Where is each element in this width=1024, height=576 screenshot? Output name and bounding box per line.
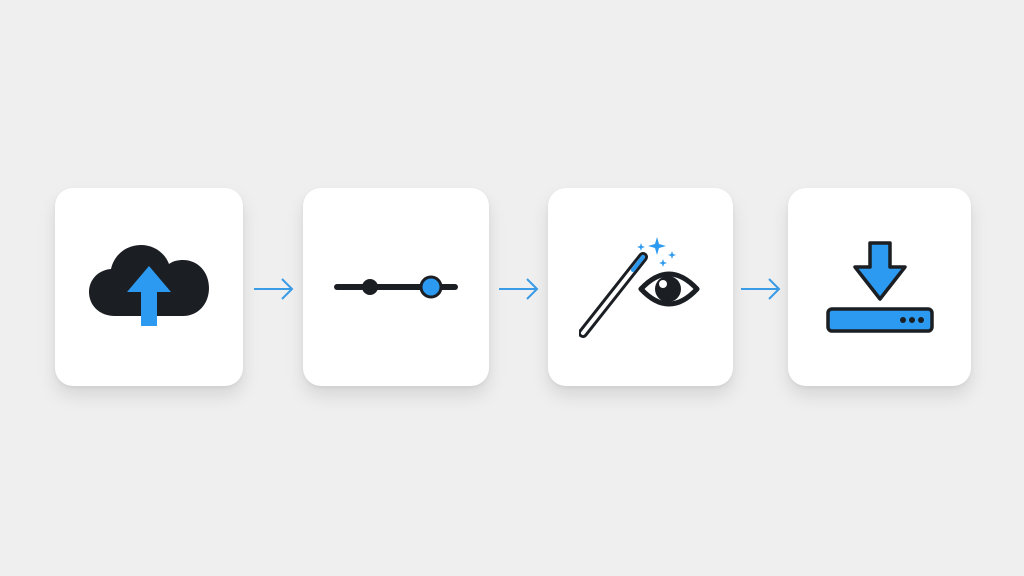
step-card-upload (55, 188, 243, 386)
download-to-drive-icon (825, 239, 935, 335)
arrow-right-icon (741, 278, 781, 300)
arrow-right-icon (499, 278, 539, 300)
step-card-preview (548, 188, 733, 386)
slider-adjust-icon (333, 272, 459, 302)
magic-wand-eye-icon (578, 235, 703, 339)
cloud-upload-icon (87, 242, 211, 332)
step-card-download (788, 188, 971, 386)
arrow-right-icon (254, 278, 294, 300)
step-card-adjust (303, 188, 489, 386)
